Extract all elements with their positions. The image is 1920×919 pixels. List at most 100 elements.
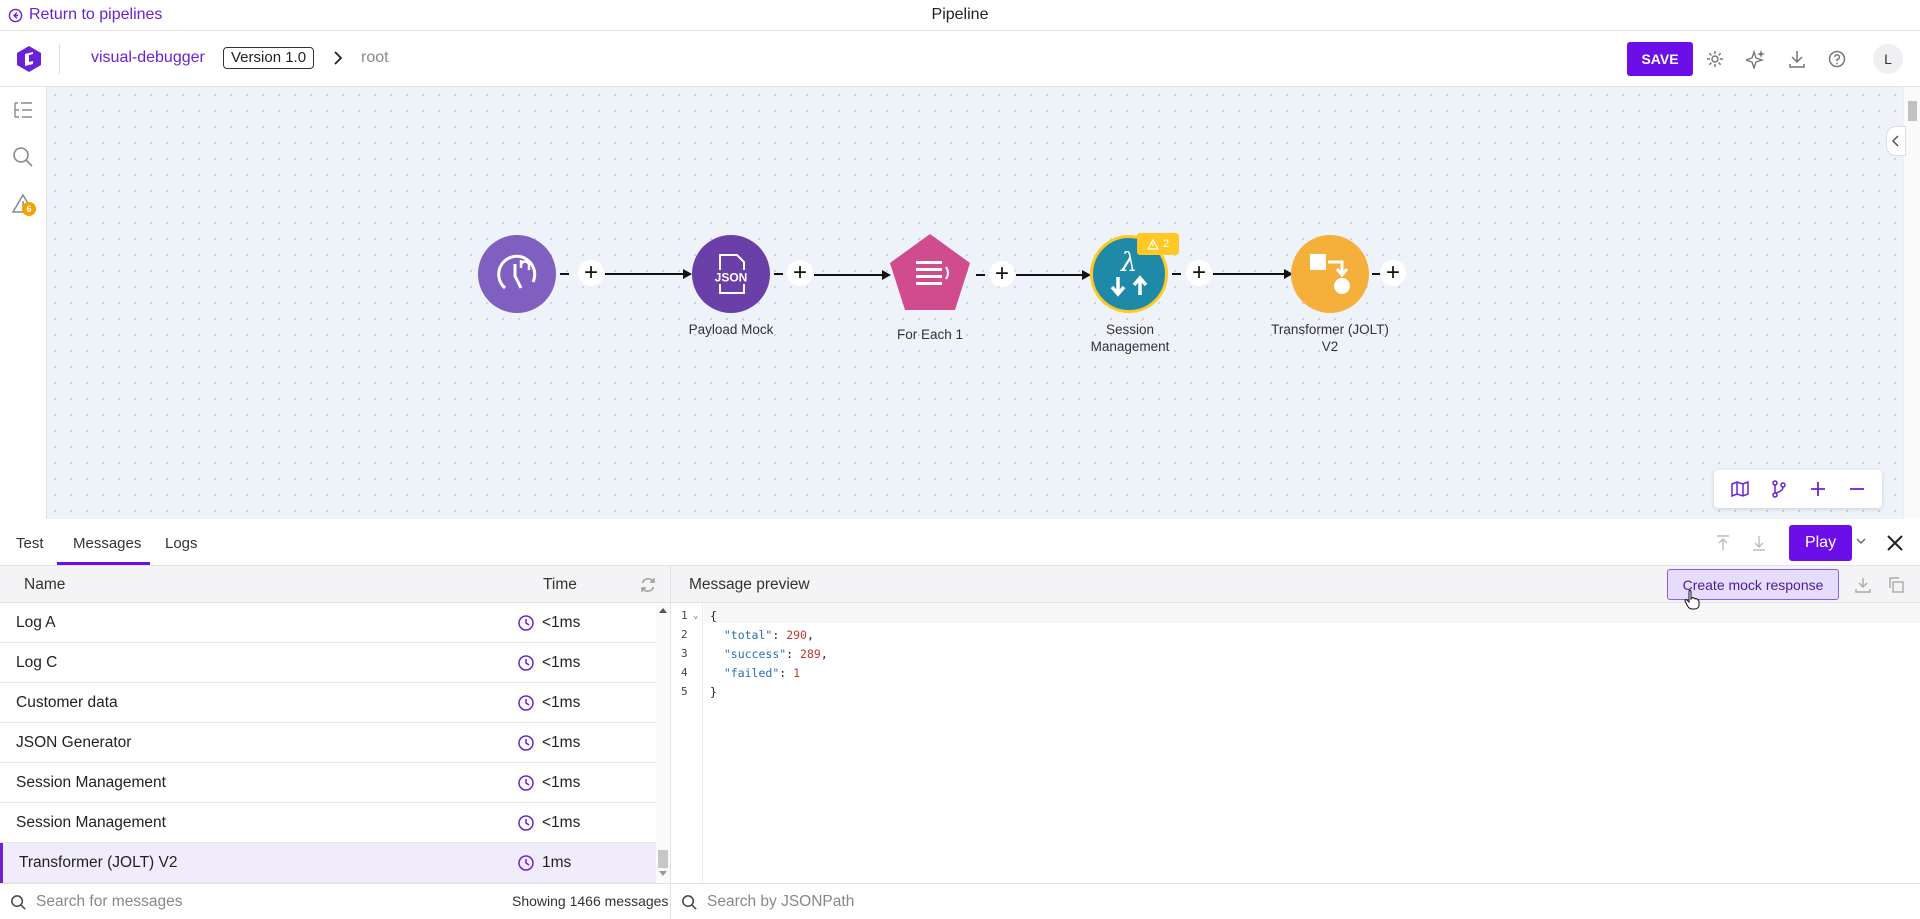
refresh-icon[interactable] — [639, 576, 657, 594]
edge — [1213, 273, 1286, 275]
canvas-scrollbar-thumb[interactable] — [1908, 101, 1917, 121]
add-step-button[interactable]: + — [787, 260, 813, 286]
message-row[interactable]: JSON Generator <1ms — [0, 723, 656, 763]
active-tab-indicator — [57, 562, 150, 565]
json-code-viewer[interactable]: 1 ⌄ 2 3 4 5 { "total": 290, "success": 2… — [670, 603, 1920, 883]
pipeline-canvas[interactable] — [47, 87, 1903, 519]
column-time[interactable]: Time — [543, 576, 577, 593]
download-icon[interactable] — [1787, 49, 1807, 69]
node-label-transformer: Transformer (JOLT) V2 — [1260, 321, 1400, 355]
message-row[interactable]: Log C <1ms — [0, 643, 656, 683]
add-step-button[interactable]: + — [1186, 260, 1212, 286]
zoom-out-icon[interactable] — [1848, 480, 1866, 498]
top-bar: Return to pipelines Pipeline — [0, 0, 1920, 31]
tab-logs[interactable]: Logs — [165, 535, 198, 552]
outline-tree-icon[interactable] — [10, 97, 36, 123]
message-row[interactable]: Log A <1ms — [0, 603, 656, 643]
svg-text:JSON: JSON — [715, 271, 748, 285]
line-number: 1 — [681, 609, 688, 622]
clock-icon — [518, 614, 534, 631]
minimap-icon[interactable] — [1730, 480, 1749, 498]
scroll-up-arrow[interactable] — [659, 608, 667, 613]
zoom-in-icon[interactable] — [1809, 480, 1827, 498]
return-to-pipelines-link[interactable]: Return to pipelines — [8, 6, 162, 24]
scroll-to-bottom-icon[interactable] — [1750, 534, 1768, 552]
clock-icon — [518, 854, 534, 871]
messages-scrollbar[interactable] — [656, 603, 670, 883]
copy-icon[interactable] — [1887, 576, 1905, 594]
messages-search-input[interactable] — [36, 891, 416, 913]
json-number: 289 — [800, 647, 821, 661]
messages-list-header: Name Time — [0, 566, 670, 603]
chevron-left-icon — [1891, 135, 1899, 147]
message-row-selected[interactable]: Transformer (JOLT) V2 1ms — [0, 843, 656, 883]
pipeline-node-payload-mock[interactable]: JSON — [692, 235, 770, 313]
message-row[interactable]: Session Management <1ms — [0, 763, 656, 803]
edge-arrow — [882, 270, 891, 280]
play-button[interactable]: Play — [1789, 525, 1852, 561]
tab-test[interactable]: Test — [16, 535, 44, 552]
line-number: 5 — [681, 685, 688, 698]
pipeline-node-transformer[interactable] — [1291, 235, 1369, 313]
pipeline-name[interactable]: visual-debugger — [91, 49, 205, 66]
node-label-line: Transformer (JOLT) — [1271, 322, 1389, 337]
message-name: Log C — [16, 653, 58, 671]
message-name: Transformer (JOLT) V2 — [19, 853, 178, 871]
add-step-button[interactable]: + — [578, 260, 604, 286]
add-step-button[interactable]: + — [989, 261, 1015, 287]
message-name: Log A — [16, 613, 56, 631]
search-icon — [682, 895, 697, 910]
message-time: 1ms — [542, 853, 572, 871]
json-file-icon: JSON — [713, 254, 749, 294]
search-icon — [11, 895, 26, 910]
download-icon[interactable] — [1854, 576, 1872, 594]
json-key: "failed" — [723, 666, 780, 680]
node-label-line: Management — [1090, 339, 1170, 354]
help-icon[interactable] — [1827, 49, 1847, 69]
ai-sparkle-icon[interactable] — [1746, 49, 1766, 69]
app-logo-icon[interactable] — [16, 45, 42, 73]
breadcrumb-root[interactable]: root — [361, 49, 389, 66]
scroll-to-top-icon[interactable] — [1714, 534, 1732, 552]
chevron-down-icon[interactable] — [1855, 535, 1867, 547]
fold-chevron-icon[interactable]: ⌄ — [693, 611, 699, 621]
avatar[interactable]: L — [1873, 44, 1903, 74]
message-row[interactable]: Customer data <1ms — [0, 683, 656, 723]
jsonpath-search-input[interactable] — [707, 891, 1307, 913]
message-time: <1ms — [542, 773, 581, 791]
hand-cursor-icon — [1684, 590, 1700, 610]
pipeline-node-session-management[interactable]: λ — [1090, 235, 1168, 313]
line-number-gutter: 1 ⌄ 2 3 4 5 — [671, 603, 703, 883]
message-row[interactable]: Session Management <1ms — [0, 803, 656, 843]
add-step-button[interactable]: + — [1380, 260, 1406, 286]
column-name[interactable]: Name — [24, 576, 66, 593]
version-badge[interactable]: Version 1.0 — [223, 47, 315, 69]
scroll-down-arrow[interactable] — [659, 871, 667, 876]
warning-count: 2 — [1162, 238, 1170, 250]
messages-scrollbar-thumb[interactable] — [658, 850, 668, 868]
json-brace: } — [710, 685, 717, 699]
debug-panel-tabs: Test Messages Logs Play — [0, 519, 1920, 566]
edge — [1016, 274, 1084, 276]
pipeline-node-trigger[interactable] — [478, 235, 556, 313]
search-icon[interactable] — [10, 144, 36, 170]
close-icon[interactable] — [1885, 533, 1905, 553]
canvas-controls — [1714, 470, 1882, 508]
save-button[interactable]: SAVE — [1627, 42, 1693, 76]
pipeline-node-for-each[interactable] — [888, 232, 972, 314]
tab-messages[interactable]: Messages — [73, 535, 142, 552]
gear-icon[interactable] — [1705, 49, 1725, 69]
warning-count-badge[interactable]: 2 — [1137, 233, 1179, 255]
message-name: Customer data — [16, 693, 118, 711]
edge-stub — [774, 273, 783, 275]
line-number: 4 — [681, 666, 688, 679]
node-label-line: V2 — [1321, 339, 1339, 354]
clock-icon — [518, 654, 534, 671]
message-time: <1ms — [542, 653, 581, 671]
messages-list: Log A <1ms Log C <1ms Customer data <1ms… — [0, 603, 656, 883]
collapse-panel-button[interactable] — [1886, 126, 1906, 156]
message-preview-title: Message preview — [689, 576, 810, 593]
branch-layout-icon[interactable] — [1770, 480, 1788, 498]
canvas-scrollbar[interactable] — [1903, 87, 1920, 519]
create-mock-response-button[interactable]: Create mock response — [1667, 569, 1839, 600]
